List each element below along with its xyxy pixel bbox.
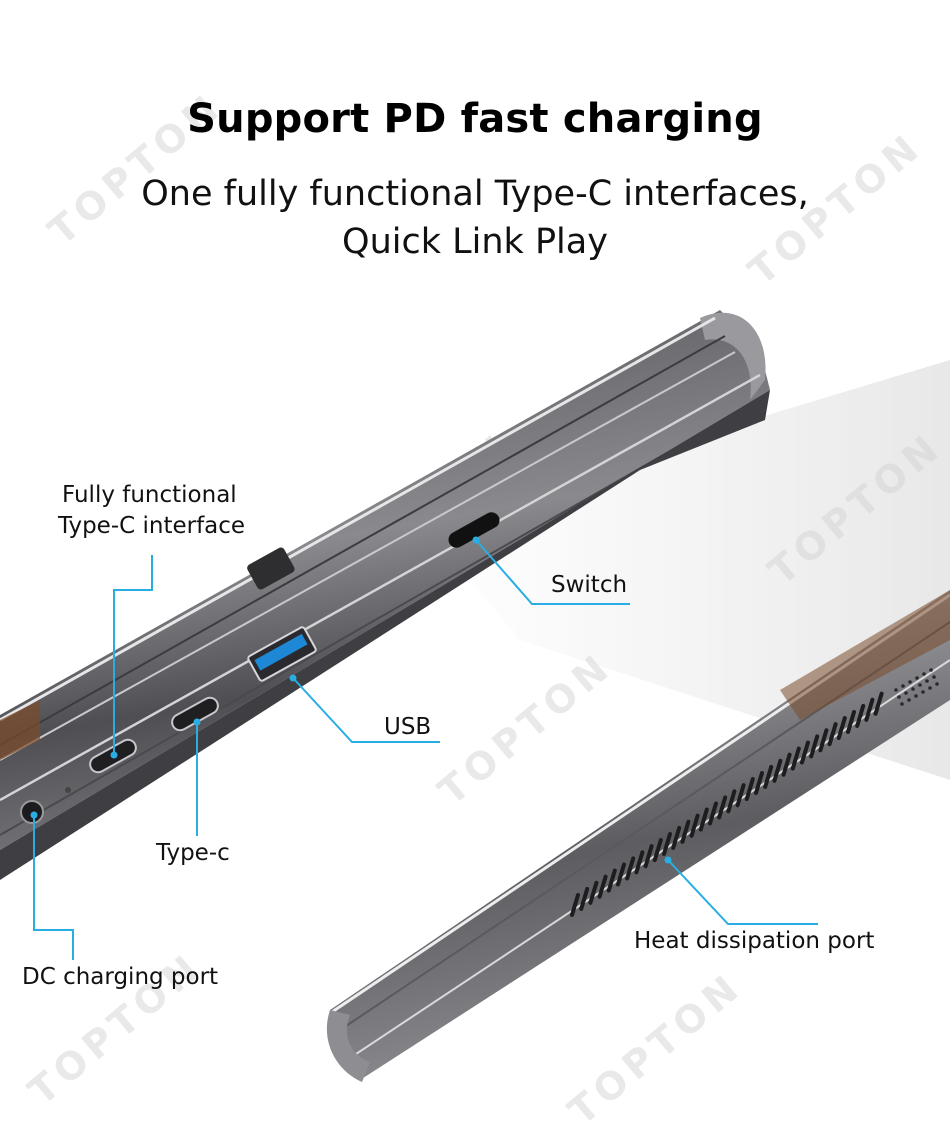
vent-slot [570,893,580,917]
vent-slot [744,777,755,802]
speaker-hole [908,680,912,684]
vent-slot [781,752,792,777]
speaker-hole [929,668,933,672]
label-fully-functional-line2: Type-C interface [58,513,246,539]
vent-slot [790,746,801,771]
vent-slot [726,789,737,814]
heat-vents [570,691,884,917]
leader-usb [292,677,440,743]
vent-slot [680,819,691,844]
subtitle-line-1: One fully functional Type-C interfaces, [141,174,809,214]
speaker-hole [915,676,919,680]
speaker-hole [922,672,926,676]
speaker-hole [914,694,918,698]
subtitle-line-2: Quick Link Play [342,222,608,262]
leader-switch [475,539,630,605]
vent-slot [689,813,700,838]
vent-slot [634,850,645,875]
label-type-c: Type-c [156,840,230,866]
speaker-hole [901,684,905,688]
power-switch [448,512,500,548]
speaker-hole [918,683,922,687]
vent-slot [625,856,636,881]
vent-slot [772,758,783,783]
vent-slot [735,783,746,808]
speaker-hole [911,687,915,691]
vent-slot [579,886,590,911]
speaker-hole [907,698,911,702]
label-switch: Switch [551,572,628,598]
vent-slot [827,722,838,747]
leader-heat [667,859,818,925]
speaker-hole [921,690,925,694]
vent-slot [643,844,654,869]
vent-slot [698,807,709,832]
vent-slot [597,874,608,899]
vent-slot [708,801,718,826]
speaker-hole [897,695,901,699]
speaker-grille [894,668,939,706]
vent-slot [616,862,626,887]
vent-slot [763,764,774,789]
vent-slot [846,710,856,734]
label-usb: USB [384,714,432,740]
speaker-hole [900,702,904,706]
leader-fully-functional [113,555,153,755]
vent-slot [588,880,599,905]
vent-slot [809,734,820,759]
page-title: Support PD fast charging [187,96,763,142]
vent-slot [662,832,672,856]
vent-slot [855,703,866,728]
vent-slot [754,771,764,795]
vent-slot [836,716,847,741]
speaker-hole [932,675,936,679]
label-heat-dissipation-port: Heat dissipation port [634,928,875,954]
vent-slot [606,868,617,893]
speaker-hole [904,691,908,695]
vent-slot [652,838,663,863]
speaker-hole [928,686,932,690]
device-hinge-cap [700,312,766,400]
vent-slot [717,795,728,820]
vent-slot [873,691,884,716]
label-fully-functional-line1: Fully functional [62,482,237,508]
speaker-hole [935,682,939,686]
vent-slot [671,825,682,850]
speaker-hole [925,679,929,683]
leader-dc [33,815,74,960]
label-dc-charging-port: DC charging port [22,964,219,990]
dc-port [20,800,44,824]
speaker-hole [894,688,898,692]
vent-slot [864,697,875,722]
device-top-underside [0,390,770,880]
vent-slot [800,740,810,765]
vent-slot [818,728,829,753]
